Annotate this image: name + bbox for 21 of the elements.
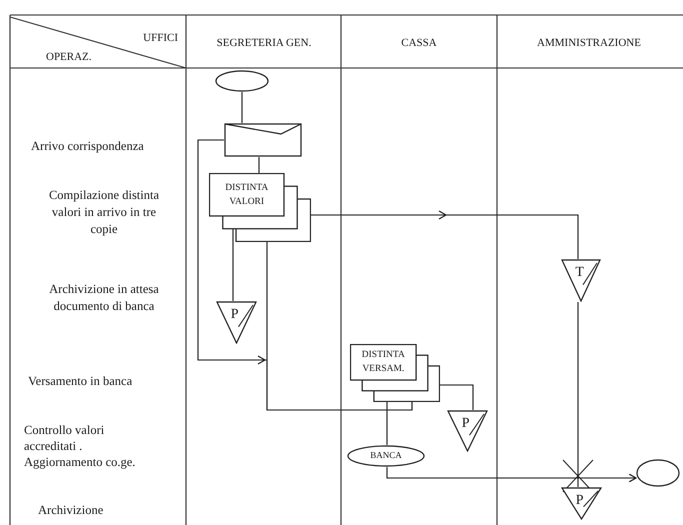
row-label: Controllo valori accreditati . Aggiornamento co.ge. <box>24 422 136 470</box>
row-label: Arrivo corrispondenza <box>31 138 145 155</box>
file-triangle: T <box>561 259 601 302</box>
file-triangle: P <box>447 410 488 452</box>
terminal-oval <box>215 70 269 92</box>
column-header: SEGRETERIA GEN. <box>216 36 312 51</box>
document-stack: DISTINTA VALORI <box>209 173 311 242</box>
row-label: Compilazione distinta valori in arrivo in tre copie <box>48 187 160 238</box>
file-triangle: P <box>216 301 257 344</box>
file-triangle: P <box>561 487 602 520</box>
terminal-oval: BANCA <box>347 445 425 467</box>
header-label: UFFICI <box>142 31 178 46</box>
terminal-oval <box>636 459 680 487</box>
row-label: Versamento in banca <box>28 373 134 390</box>
column-header: CASSA <box>400 36 438 51</box>
envelope-symbol <box>224 123 302 157</box>
column-header: AMMINISTRAZIONE <box>536 36 642 51</box>
document-stack: DISTINTA VERSAM. <box>350 344 440 402</box>
row-label: Archivizione <box>38 502 104 519</box>
header-label: OPERAZ. <box>46 50 93 65</box>
row-label: Archivizione in attesa documento di banca <box>48 281 160 315</box>
